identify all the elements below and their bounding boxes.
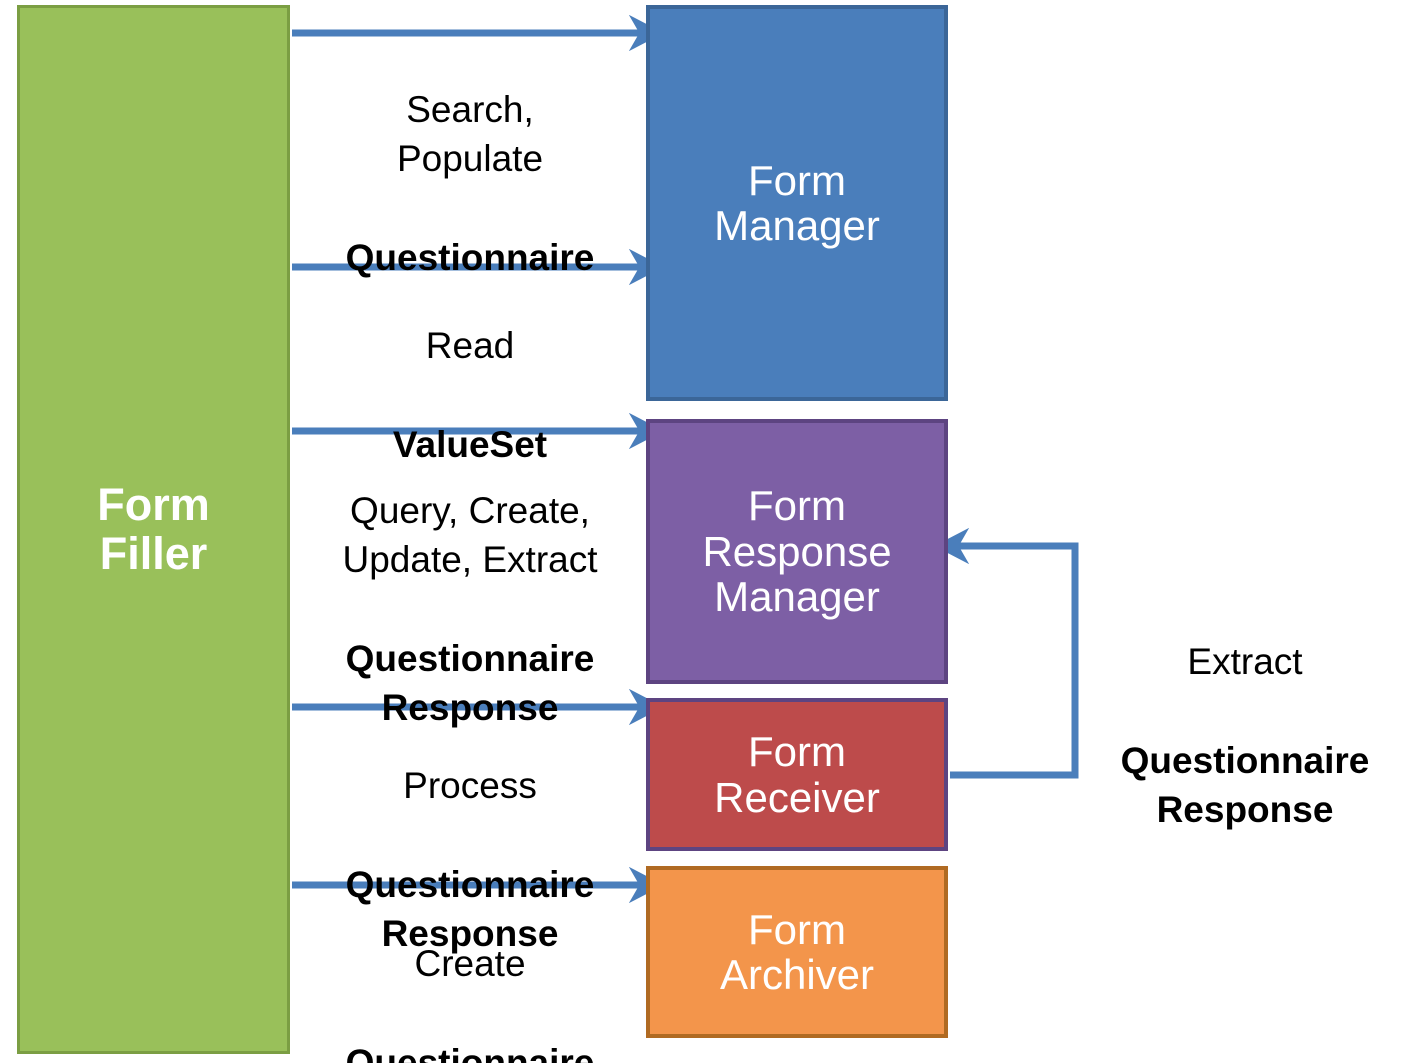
edge-verb: Process (403, 765, 537, 807)
edge-resource: Questionnaire Response (345, 1041, 595, 1063)
node-form-receiver[interactable]: Form Receiver (646, 698, 948, 851)
node-form-response-manager[interactable]: Form Response Manager (646, 419, 948, 684)
edge-resource: Questionnaire (345, 236, 595, 278)
edge-verb: Create (414, 943, 526, 985)
edge-label-search-populate-questionnaire: Search, Populate Questionnaire (300, 36, 640, 331)
node-form-manager[interactable]: Form Manager (646, 5, 948, 401)
edge-label-query-create-update-extract: Query, Create, Update, Extract Questionn… (300, 437, 640, 781)
edge-verb: Extract (1187, 641, 1303, 683)
node-form-archiver[interactable]: Form Archiver (646, 866, 948, 1038)
edge-label-process-questionnaireresponse: Process Questionnaire Response (300, 712, 640, 1007)
arrow-extract-questionnaireresponse-elbow (934, 527, 1079, 779)
edge-resource: Questionnaire Response (345, 863, 595, 954)
edge-label-read-valueset: Read ValueSet (300, 272, 640, 518)
edge-verb: Query, Create, Update, Extract (342, 490, 598, 581)
node-form-filler[interactable]: Form Filler (17, 5, 290, 1054)
edge-resource: ValueSet (392, 423, 548, 465)
edge-resource: Questionnaire Response (1120, 739, 1370, 830)
edge-label-extract-questionnaireresponse: Extract Questionnaire Response (1085, 588, 1405, 883)
edge-label-create-questionnaireresponse: Create Questionnaire Response (300, 890, 640, 1063)
edge-verb: Search, Populate (396, 89, 544, 180)
edge-resource: Questionnaire Response (345, 637, 595, 729)
edge-verb: Read (425, 325, 515, 367)
